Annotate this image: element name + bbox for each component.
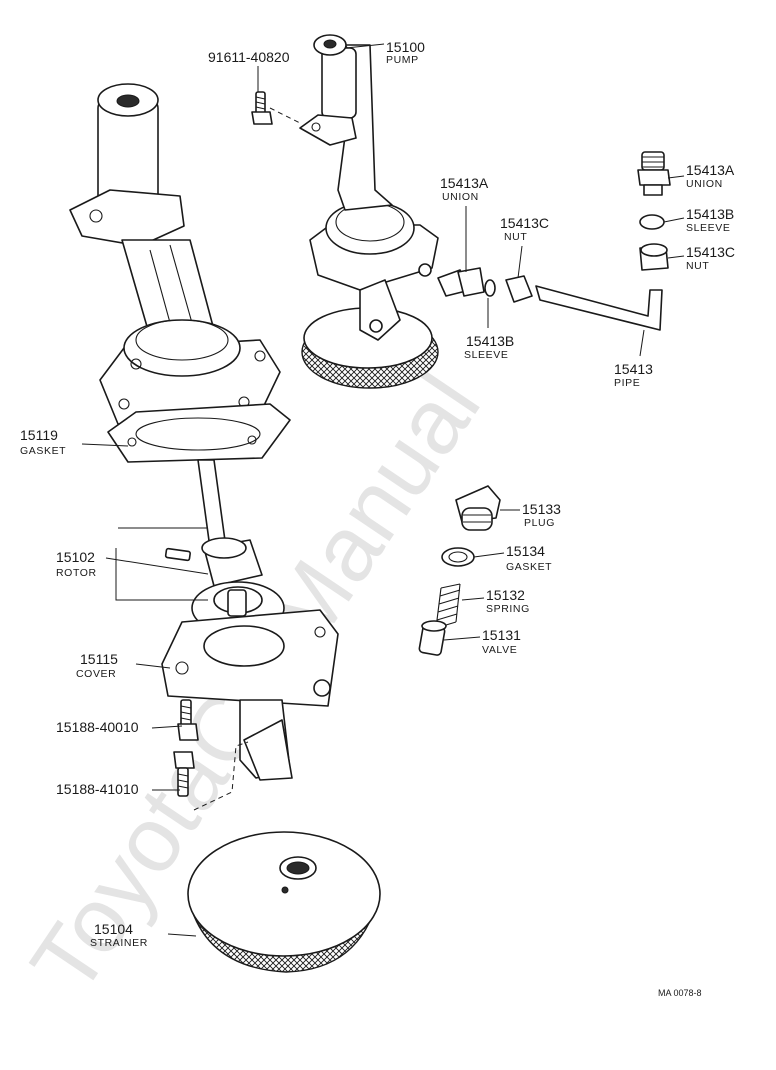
part-number: 15413C bbox=[686, 244, 735, 260]
callout-rotor: 15102 ROTOR bbox=[56, 549, 97, 579]
callout-bolt-15188-41010: 15188-41010 bbox=[56, 781, 139, 797]
part-name: UNION bbox=[686, 178, 723, 190]
part-number: 15104 bbox=[94, 921, 133, 937]
pipe-fittings-chain bbox=[437, 267, 663, 331]
pump-assembly-large bbox=[69, 83, 281, 425]
callout-valve: 15131 VALVE bbox=[482, 627, 521, 656]
callout-pump: 15100 PUMP bbox=[386, 39, 425, 66]
part-number: 15188-41010 bbox=[56, 781, 139, 797]
part-number: 15413B bbox=[466, 333, 514, 349]
part-number: 15133 bbox=[522, 501, 561, 517]
callout-bolt-91611: 91611-40820 bbox=[208, 49, 290, 65]
valve-15131 bbox=[418, 620, 447, 656]
part-number: 15413A bbox=[440, 175, 489, 191]
callout-gasket-15119: 15119 GASKET bbox=[20, 427, 66, 457]
right-fittings-stack bbox=[637, 151, 671, 271]
part-number: 15413 bbox=[614, 361, 653, 377]
part-name: GASKET bbox=[506, 561, 552, 573]
gasket-15134 bbox=[441, 547, 475, 567]
part-name: PIPE bbox=[614, 377, 640, 389]
gasket-15119 bbox=[107, 403, 291, 463]
callout-cover: 15115 COVER bbox=[76, 651, 118, 680]
part-number: 15134 bbox=[506, 543, 545, 559]
part-name: PUMP bbox=[386, 54, 419, 66]
rotor-15102 bbox=[164, 459, 285, 635]
part-number: 15102 bbox=[56, 549, 95, 565]
part-number: 15115 bbox=[80, 651, 118, 667]
part-name: UNION bbox=[442, 191, 479, 203]
callout-bolt-15188-40010: 15188-40010 bbox=[56, 719, 139, 735]
bolt-15188-40010 bbox=[177, 699, 199, 741]
bolt-91611-40820 bbox=[251, 91, 303, 125]
callout-nut-right: 15413C NUT bbox=[686, 244, 735, 272]
callout-nut-middle: 15413C NUT bbox=[500, 215, 549, 243]
part-name: COVER bbox=[76, 668, 116, 680]
callout-sleeve-right: 15413B SLEEVE bbox=[686, 206, 734, 234]
pump-assembly-small bbox=[299, 34, 439, 389]
part-number: 15100 bbox=[386, 39, 425, 55]
plug-15133 bbox=[455, 485, 501, 531]
part-name: GASKET bbox=[20, 445, 66, 457]
part-name: VALVE bbox=[482, 644, 517, 656]
part-name: NUT bbox=[686, 260, 709, 272]
drawing-reference: MA 0078-8 bbox=[658, 988, 702, 998]
part-name: SPRING bbox=[486, 603, 530, 615]
callout-union-middle: 15413A UNION bbox=[440, 175, 489, 203]
callout-gasket-15134: 15134 GASKET bbox=[506, 543, 552, 573]
cover-15115 bbox=[161, 609, 339, 781]
leader-lines bbox=[81, 43, 685, 937]
callout-plug: 15133 PLUG bbox=[522, 501, 561, 529]
callout-pipe: 15413 PIPE bbox=[614, 361, 653, 389]
part-name: SLEEVE bbox=[464, 349, 508, 361]
bolt-15188-41010 bbox=[173, 741, 249, 811]
part-name: NUT bbox=[504, 231, 527, 243]
callout-strainer: 15104 STRAINER bbox=[90, 921, 148, 949]
part-number: 15413B bbox=[686, 206, 734, 222]
part-name: PLUG bbox=[524, 517, 555, 529]
part-number: 15131 bbox=[482, 627, 521, 643]
callout-spring: 15132 SPRING bbox=[486, 587, 530, 615]
part-number: 15413A bbox=[686, 162, 735, 178]
part-name: SLEEVE bbox=[686, 222, 730, 234]
part-number: 15188-40010 bbox=[56, 719, 139, 735]
callout-union-right: 15413A UNION bbox=[686, 162, 735, 190]
part-number: 15413C bbox=[500, 215, 549, 231]
part-number: 91611-40820 bbox=[208, 49, 290, 65]
strainer-15104 bbox=[187, 831, 381, 973]
part-name: ROTOR bbox=[56, 567, 97, 579]
part-number: 15132 bbox=[486, 587, 525, 603]
callout-sleeve-middle: 15413B SLEEVE bbox=[464, 333, 514, 361]
part-name: STRAINER bbox=[90, 937, 148, 949]
part-number: 15119 bbox=[20, 427, 58, 443]
